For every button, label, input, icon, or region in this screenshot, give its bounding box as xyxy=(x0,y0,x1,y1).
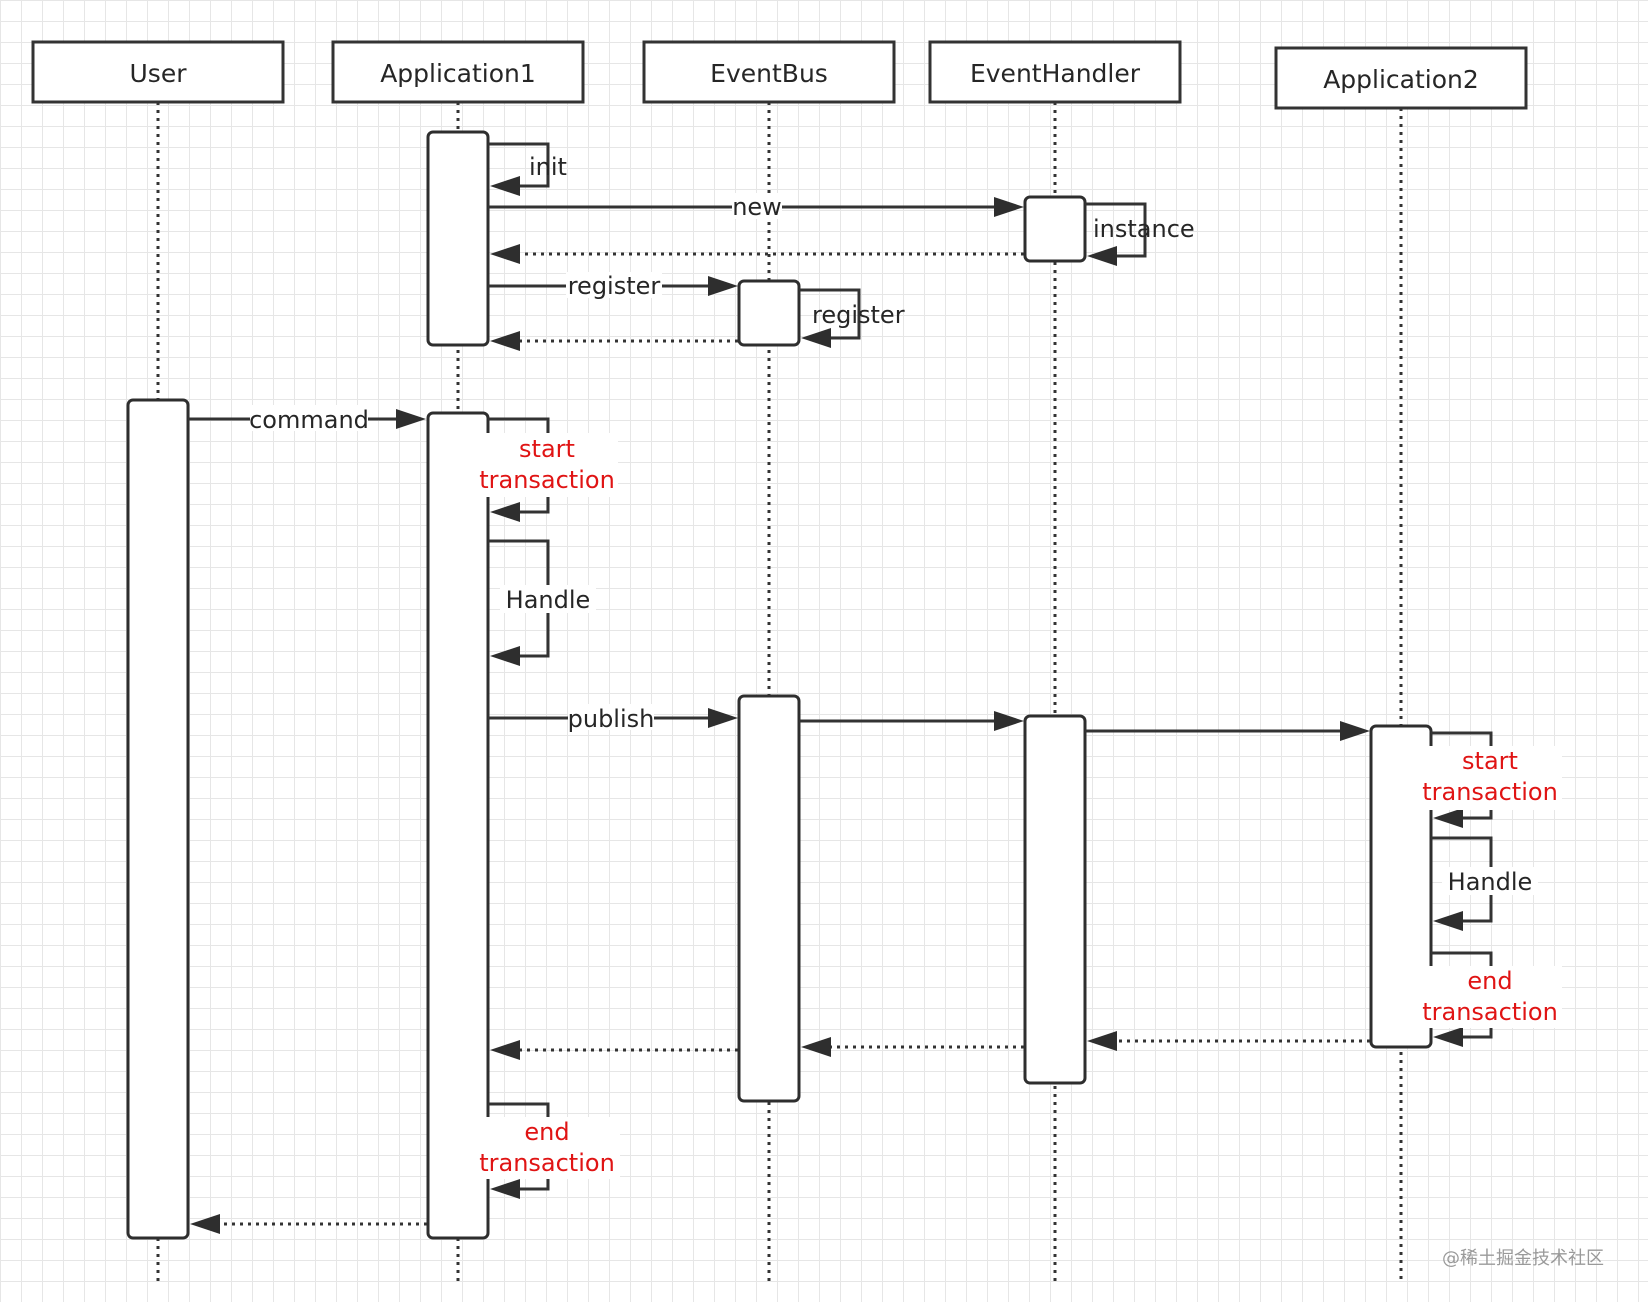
return-new xyxy=(490,244,1024,264)
message-dispatch-application2 xyxy=(1085,721,1370,741)
message-instance-label: instance xyxy=(1093,215,1195,243)
message-instance: instance xyxy=(1085,202,1195,266)
return-eventhandler xyxy=(801,1037,1024,1057)
message-app2-end-transaction: end transaction xyxy=(1420,951,1562,1047)
participant-eventbus: EventBus xyxy=(642,40,896,104)
message-new-label: new xyxy=(732,193,782,221)
message-new: new xyxy=(488,193,1024,221)
message-app1-handle: Handle xyxy=(488,539,596,666)
activation-eventbus-publish xyxy=(737,694,801,1103)
return-eventbus xyxy=(490,1040,738,1060)
message-app1-start-transaction: start transaction xyxy=(478,417,618,522)
message-dispatch-handler xyxy=(799,711,1024,731)
message-app2-start-transaction: start transaction xyxy=(1420,731,1562,828)
participant-application2: Application2 xyxy=(1274,46,1528,110)
app2-start-transaction-line2: transaction xyxy=(1422,778,1558,806)
participant-eventhandler-label: EventHandler xyxy=(970,59,1141,88)
message-publish: publish xyxy=(488,704,738,733)
message-publish-label: publish xyxy=(568,705,655,733)
app1-start-transaction-line2: transaction xyxy=(479,466,615,494)
message-register-self-label: register xyxy=(812,301,905,329)
message-command: command xyxy=(188,405,426,434)
message-init: init xyxy=(488,142,567,196)
app2-end-transaction-line2: transaction xyxy=(1422,998,1558,1026)
participant-user-label: User xyxy=(130,59,188,88)
participant-application1-label: Application1 xyxy=(380,59,536,88)
app2-start-transaction-line1: start xyxy=(1462,747,1518,775)
participant-eventbus-label: EventBus xyxy=(710,59,828,88)
watermark: @稀土掘金技术社区 xyxy=(1442,1248,1604,1269)
message-register-label: register xyxy=(568,272,661,300)
activation-eventhandler-publish xyxy=(1023,714,1087,1085)
return-application2 xyxy=(1087,1031,1370,1051)
return-command xyxy=(190,1214,427,1234)
activation-application1-command xyxy=(426,411,490,1240)
message-command-label: command xyxy=(249,406,369,434)
message-register: register xyxy=(488,272,738,300)
message-app2-handle-label: Handle xyxy=(1448,868,1533,896)
participant-application1: Application1 xyxy=(331,40,585,104)
message-app2-handle: Handle xyxy=(1431,836,1538,931)
participant-application2-label: Application2 xyxy=(1323,65,1479,94)
message-app1-end-transaction: end transaction xyxy=(478,1102,620,1199)
message-register-self: register xyxy=(799,288,905,348)
message-init-label: init xyxy=(529,153,567,181)
participant-user: User xyxy=(31,40,285,104)
activation-application1-init xyxy=(426,130,490,347)
activation-user xyxy=(126,398,190,1240)
activation-application2 xyxy=(1369,724,1433,1049)
participant-eventhandler: EventHandler xyxy=(928,40,1182,104)
app1-end-transaction-line1: end xyxy=(524,1118,569,1146)
activation-eventbus-register xyxy=(737,279,801,347)
message-app1-handle-label: Handle xyxy=(506,586,591,614)
return-register xyxy=(490,331,738,351)
app1-start-transaction-line1: start xyxy=(519,435,575,463)
app1-end-transaction-line2: transaction xyxy=(479,1149,615,1177)
activation-eventhandler-init xyxy=(1023,195,1087,263)
app2-end-transaction-line1: end xyxy=(1467,967,1512,995)
